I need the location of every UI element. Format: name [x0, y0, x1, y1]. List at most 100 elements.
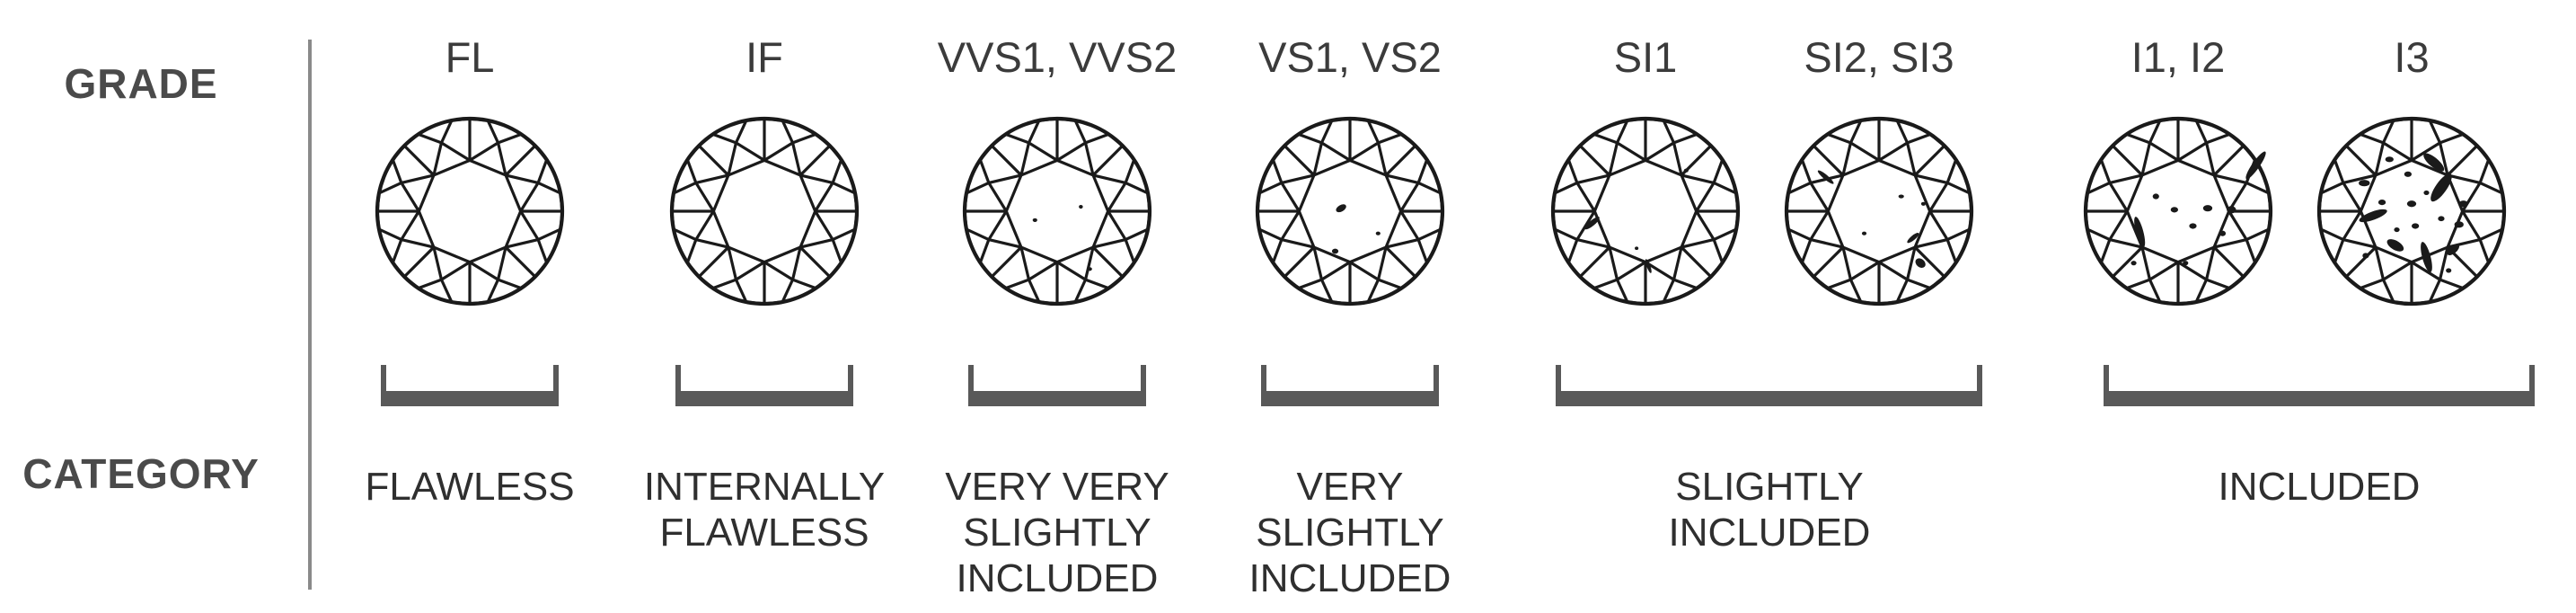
category-label-line: VERY VERY [945, 465, 1169, 509]
inclusion-mark [2423, 153, 2445, 172]
inclusion-mark [2378, 200, 2386, 206]
inclusion-mark [1915, 258, 1926, 269]
grade-label-vvs: VVS1, VVS2 [937, 33, 1178, 81]
diamond-i1-i2-icon [2083, 116, 2273, 306]
grade-label-si1: SI1 [1613, 33, 1678, 81]
bracket-bar [386, 391, 553, 406]
inclusion-mark [2359, 209, 2387, 223]
category-label-line: INCLUDED [1248, 556, 1451, 600]
grade-label-vs: VS1, VS2 [1258, 33, 1442, 81]
inclusion-mark [1375, 231, 1381, 235]
inclusion-mark [1817, 170, 1834, 184]
grade-row-label: GRADE [64, 60, 218, 107]
diamond-si2-si3-icon [1784, 116, 1974, 306]
diamond-table [1826, 158, 1932, 264]
category-bracket-internally-flawless [675, 365, 853, 406]
diamond-i3-icon [2316, 116, 2507, 306]
category-bracket-vvs [968, 365, 1146, 406]
inclusion-mark [1645, 259, 1652, 273]
inclusion-mark [1032, 218, 1037, 222]
bracket-bar [2109, 391, 2529, 406]
category-bracket-flawless [381, 365, 559, 406]
diamond-fl-icon [375, 116, 565, 306]
diamond-table [711, 158, 817, 264]
inclusion-mark [2359, 180, 2370, 187]
bracket-bar [681, 391, 848, 406]
category-row-label: CATEGORY [22, 450, 260, 497]
category-label-line: SLIGHTLY [1256, 511, 1444, 555]
inclusion-mark [2183, 261, 2189, 266]
inclusion-mark [1861, 231, 1867, 235]
diamond-table [417, 158, 523, 264]
diamond-si1-icon [1550, 116, 1741, 306]
category-label-flawless: FLAWLESS [326, 464, 613, 510]
inclusion-mark [1087, 267, 1092, 271]
inclusion-mark [2447, 244, 2459, 256]
inclusion-mark [1635, 246, 1639, 251]
grade-label-i1-i2: I1, I2 [2130, 33, 2226, 81]
category-label-line: INCLUDED [956, 556, 1159, 600]
diamond-facets [2316, 116, 2507, 306]
inclusion-mark [2202, 205, 2213, 212]
diamond-facets [2083, 116, 2273, 306]
diamond-facets [375, 116, 565, 306]
bracket-bar [1561, 391, 1977, 406]
inclusion-mark [2130, 261, 2137, 266]
diamond-vs-icon [1255, 116, 1445, 306]
diamond-facets [962, 116, 1152, 306]
bracket-bar [1266, 391, 1434, 406]
diamond-facets [1550, 116, 1741, 306]
inclusion-mark [1331, 248, 1339, 254]
category-label-line: VERY [1296, 465, 1404, 509]
category-label-line: FLAWLESS [659, 511, 869, 555]
inclusion-mark [2446, 268, 2452, 273]
category-bracket-included [2104, 365, 2535, 406]
inclusion-mark [2394, 227, 2400, 233]
inclusion-mark [2438, 216, 2445, 222]
category-bracket-vs [1261, 365, 1439, 406]
inclusion-mark [2189, 223, 2197, 229]
inclusion-mark [2421, 242, 2432, 273]
inclusion-mark [2454, 221, 2464, 228]
diamond-table [2125, 158, 2231, 264]
inclusion-mark [1584, 217, 1600, 230]
category-label-line: SLIGHTLY [963, 511, 1151, 555]
diamond-facets [1784, 116, 1974, 306]
inclusion-mark [2385, 156, 2394, 163]
category-bracket-slightly-included [1556, 365, 1982, 406]
inclusion-mark [2458, 200, 2468, 208]
diamond-table [1592, 158, 1698, 264]
inclusion-mark [1920, 201, 1927, 206]
grade-label-fl: FL [445, 33, 495, 81]
inclusion-mark [2362, 253, 2369, 259]
diamond-facets [1255, 116, 1445, 306]
inclusion-mark [2386, 239, 2404, 252]
inclusion-mark [2219, 230, 2227, 236]
inclusion-mark [2245, 151, 2266, 180]
inclusion-mark [1683, 168, 1689, 173]
inclusion-mark [2134, 217, 2146, 248]
inclusion-mark [2423, 190, 2430, 195]
grade-label-if: IF [745, 33, 783, 81]
diamond-table [1297, 158, 1403, 264]
inclusion-mark [1907, 233, 1919, 244]
grade-label-si2-si3: SI2, SI3 [1804, 33, 1954, 81]
category-label-line: INTERNALLY [643, 465, 886, 509]
vertical-divider [308, 40, 312, 590]
diamond-table [1004, 158, 1110, 264]
inclusion-mark [1336, 204, 1346, 213]
inclusion-mark [2406, 200, 2417, 208]
diamond-vvs-icon [962, 116, 1152, 306]
category-label-line: INCLUDED [2218, 465, 2421, 509]
category-label-included: INCLUDED [2175, 464, 2463, 510]
inclusion-mark [2152, 193, 2159, 200]
inclusion-mark [2227, 206, 2236, 214]
inclusion-mark [2412, 223, 2420, 229]
inclusion-mark [2170, 207, 2178, 213]
diamond-table [2359, 158, 2465, 264]
grade-label-i3: I3 [2394, 33, 2430, 81]
